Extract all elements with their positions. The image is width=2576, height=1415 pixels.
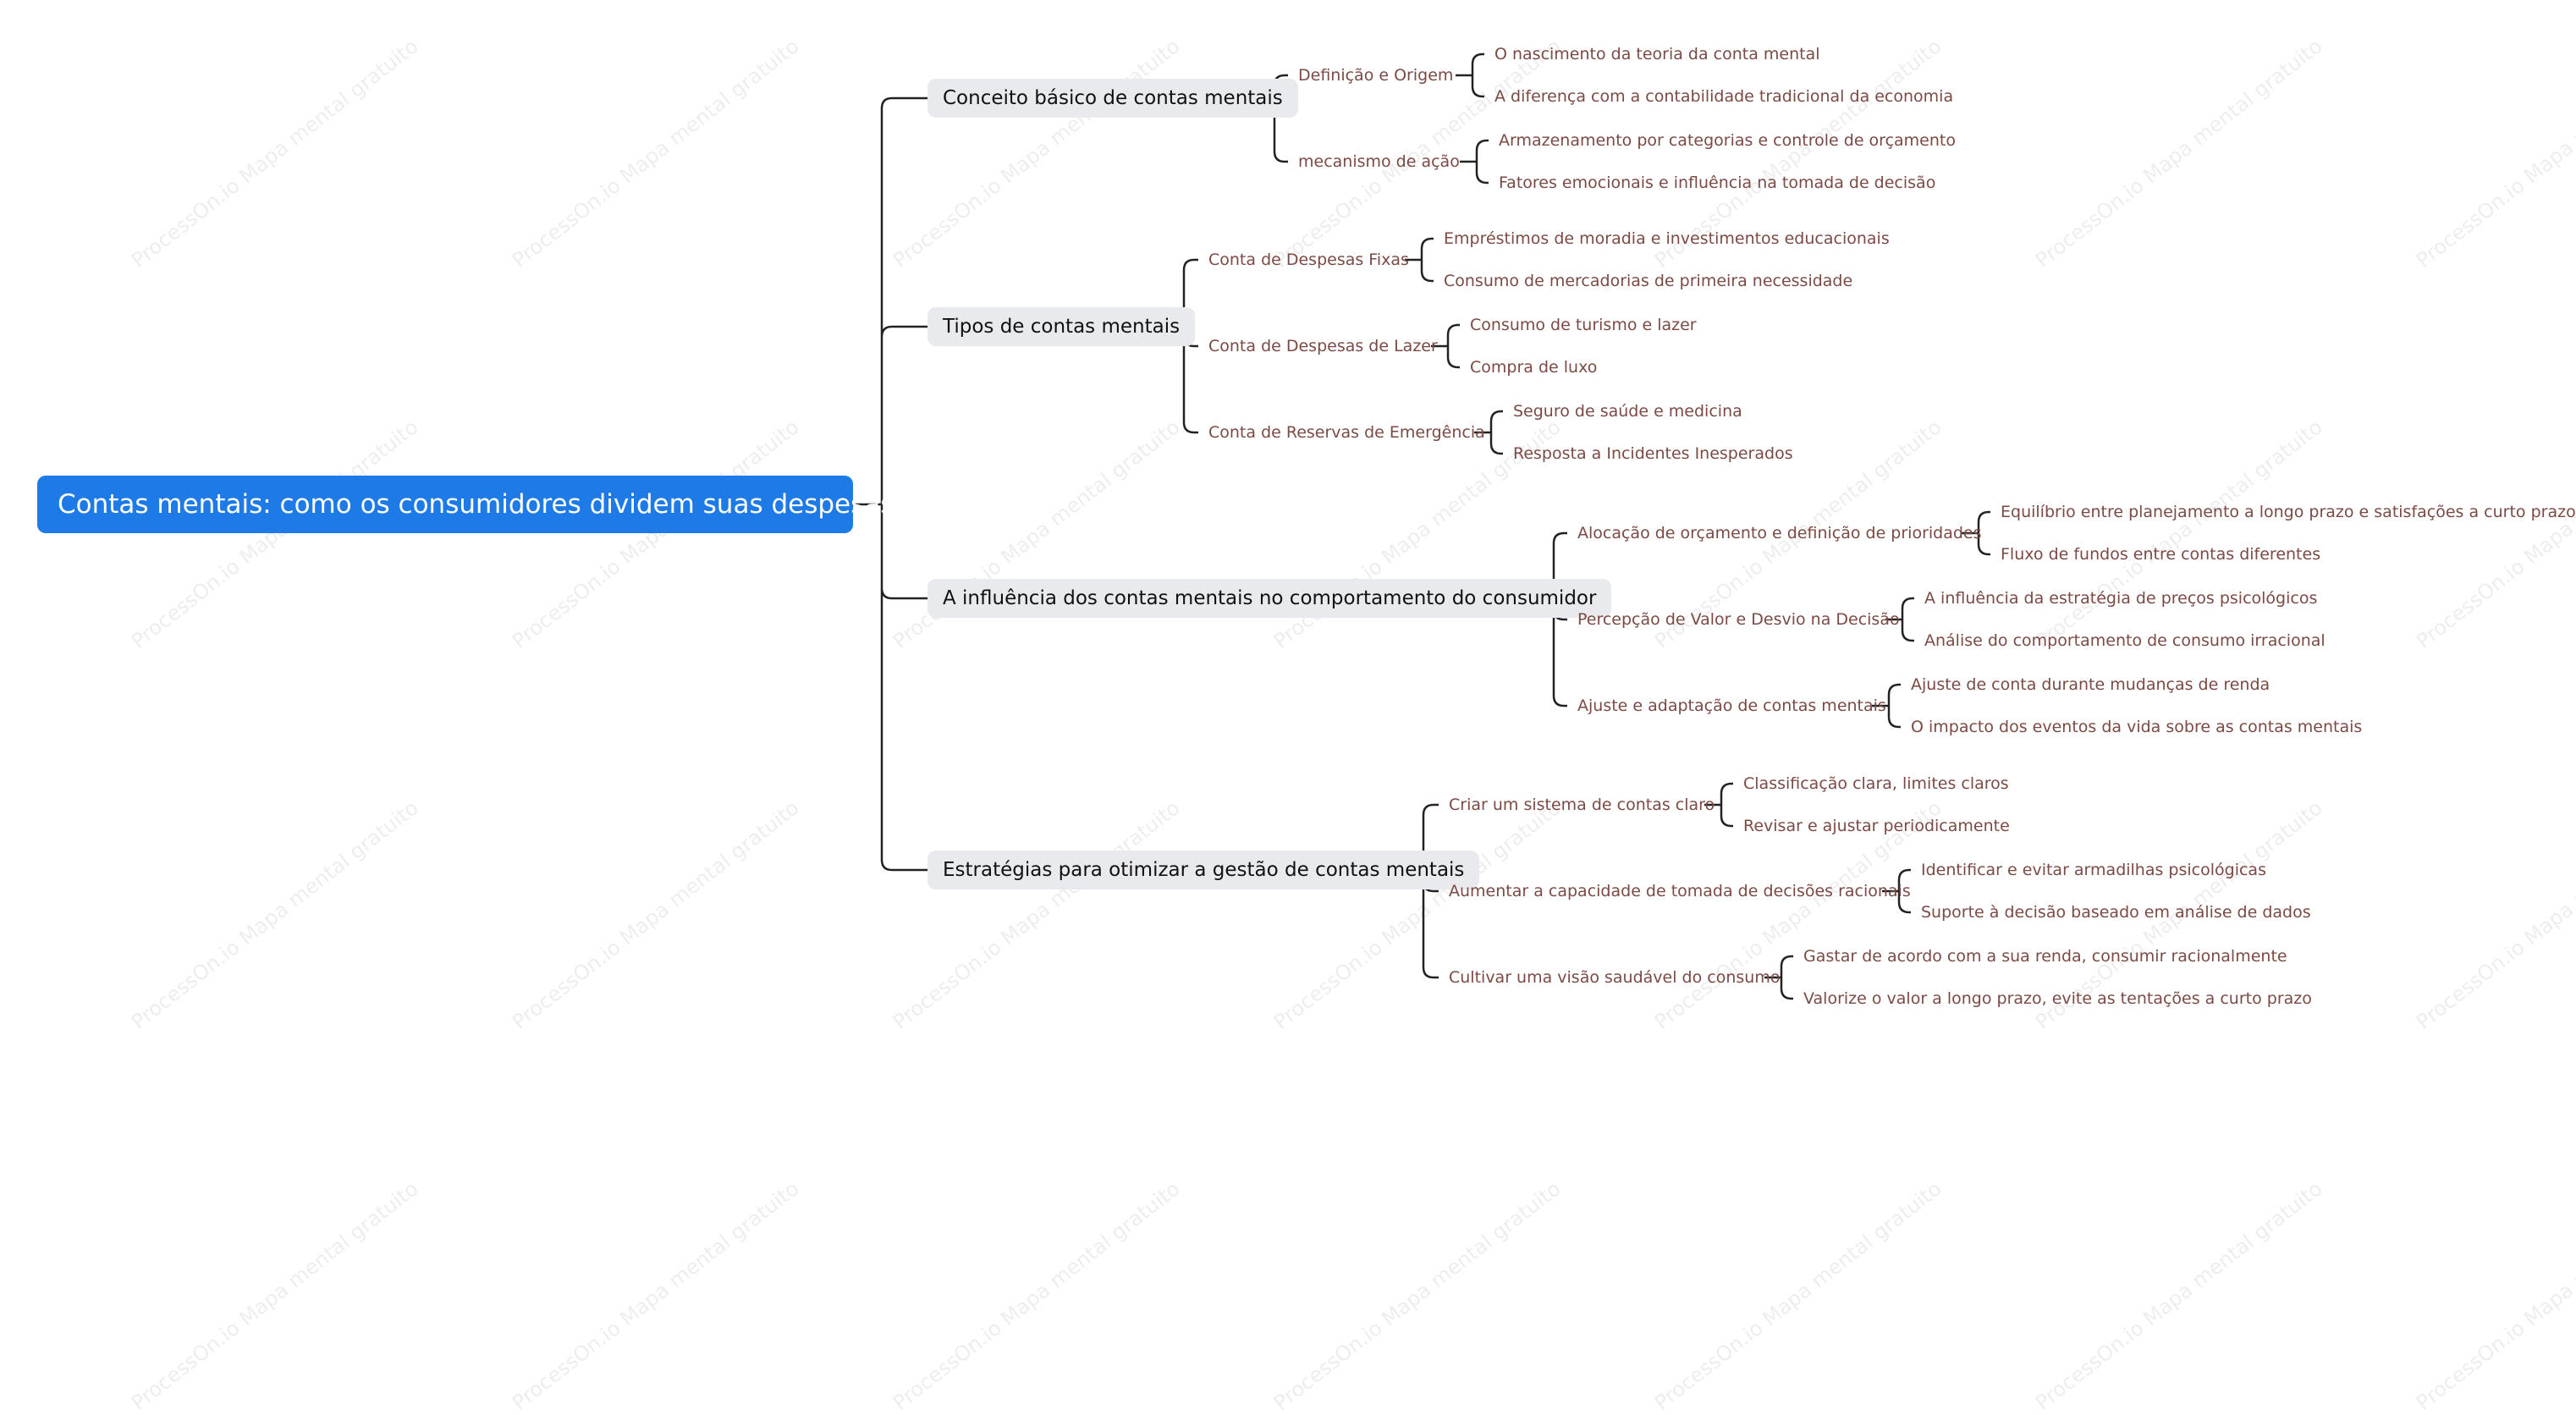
watermark-text: ProcessOn.io Mapa mental gratuito — [1269, 1176, 1566, 1415]
subtopic-2-1-connector — [1405, 237, 1434, 283]
subtopic-1-2-connector — [1460, 139, 1489, 184]
subtopic-2-2[interactable]: Conta de Despesas de Lazer — [1208, 337, 1438, 355]
subtopic-3-2-connector — [1885, 597, 1914, 642]
watermark-text: ProcessOn.io Mapa mental gratuito — [889, 1176, 1185, 1415]
detail-2-2-1[interactable]: Consumo de turismo e lazer — [1470, 316, 1697, 334]
subtopic-3-3[interactable]: Ajuste e adaptação de contas mentais — [1577, 696, 1886, 715]
subtopic-1-1[interactable]: Definição e Origem — [1298, 66, 1454, 85]
subtopic-2-1[interactable]: Conta de Despesas Fixas — [1208, 251, 1409, 269]
detail-3-1-1[interactable]: Equilíbrio entre planejamento a longo pr… — [2001, 503, 2576, 521]
detail-1-1-1[interactable]: O nascimento da teoria da conta mental — [1494, 45, 1820, 63]
branch-topic-2[interactable]: Tipos de contas mentais — [927, 307, 1196, 346]
subtopic-3-2[interactable]: Percepção de Valor e Desvio na Decisão — [1577, 610, 1900, 629]
watermark-text: ProcessOn.io Mapa mental gratuito — [1650, 1176, 1946, 1415]
branch-4-connector — [1406, 803, 1439, 979]
detail-4-3-2[interactable]: Valorize o valor a longo prazo, evite as… — [1803, 989, 2312, 1008]
detail-3-2-2[interactable]: Análise do comportamento de consumo irra… — [1924, 631, 2326, 650]
branch-3-connector — [1537, 531, 1567, 708]
subtopic-2-3[interactable]: Conta de Reservas de Emergência — [1208, 423, 1485, 442]
branch-2-connector — [1167, 258, 1198, 434]
subtopic-3-1-connector — [1962, 510, 1990, 556]
subtopic-4-1[interactable]: Criar um sistema de contas claro — [1449, 796, 1715, 814]
detail-3-3-2[interactable]: O impacto dos eventos da vida sobre as c… — [1911, 718, 2363, 736]
branch-topic-1[interactable]: Conceito básico de contas mentais — [927, 79, 1298, 118]
detail-4-2-2[interactable]: Suporte à decisão baseado em análise de … — [1921, 903, 2311, 922]
branch-topic-4[interactable]: Estratégias para otimizar a gestão de co… — [927, 851, 1480, 889]
detail-3-3-1[interactable]: Ajuste de conta durante mudanças de rend… — [1911, 675, 2271, 694]
detail-4-1-2[interactable]: Revisar e ajustar periodicamente — [1743, 817, 2010, 835]
detail-4-1-1[interactable]: Classificação clara, limites claros — [1743, 774, 2009, 793]
detail-1-1-2[interactable]: A diferença com a contabilidade tradicio… — [1494, 87, 1954, 106]
root-topic[interactable]: Contas mentais: como os consumidores div… — [37, 476, 894, 533]
detail-2-3-1[interactable]: Seguro de saúde e medicina — [1513, 402, 1742, 421]
detail-1-2-2[interactable]: Fatores emocionais e influência na tomad… — [1499, 173, 1936, 192]
detail-2-1-1[interactable]: Empréstimos de moradia e investimentos e… — [1444, 229, 1890, 248]
subtopic-3-3-connector — [1872, 683, 1901, 729]
detail-2-1-2[interactable]: Consumo de mercadorias de primeira neces… — [1444, 272, 1853, 290]
detail-3-1-2[interactable]: Fluxo de fundos entre contas diferentes — [2001, 545, 2321, 564]
watermark-text: ProcessOn.io Mapa mental gratuito — [2412, 1176, 2576, 1415]
subtopic-2-2-connector — [1431, 323, 1460, 369]
subtopic-4-3[interactable]: Cultivar uma visão saudável do consumo — [1449, 968, 1781, 987]
detail-4-2-1[interactable]: Identificar e evitar armadilhas psicológ… — [1921, 861, 2266, 879]
watermark-text: ProcessOn.io Mapa mental gratuito — [508, 1176, 804, 1415]
subtopic-2-3-connector — [1474, 410, 1503, 455]
subtopic-4-2-connector — [1882, 868, 1911, 914]
branch-topic-3[interactable]: A influência dos contas mentais no compo… — [927, 579, 1612, 618]
subtopic-4-1-connector — [1704, 782, 1733, 828]
watermark-text: ProcessOn.io Mapa mental gratuito — [2031, 1176, 2327, 1415]
detail-2-2-2[interactable]: Compra de luxo — [1470, 358, 1598, 377]
subtopic-3-1[interactable]: Alocação de orçamento e definição de pri… — [1577, 524, 1982, 542]
subtopic-1-1-connector — [1456, 52, 1484, 98]
detail-3-2-1[interactable]: A influência da estratégia de preços psi… — [1924, 589, 2318, 608]
watermark-text: ProcessOn.io Mapa mental gratuito — [127, 1176, 423, 1415]
subtopic-1-2[interactable]: mecanismo de ação — [1298, 152, 1460, 171]
subtopic-4-2[interactable]: Aumentar a capacidade de tomada de decis… — [1449, 882, 1911, 900]
detail-1-2-1[interactable]: Armazenamento por categorias e controle … — [1499, 131, 1956, 150]
root-connector — [853, 96, 927, 872]
detail-2-3-2[interactable]: Resposta a Incidentes Inesperados — [1513, 444, 1793, 463]
subtopic-4-3-connector — [1764, 955, 1793, 1000]
detail-4-3-1[interactable]: Gastar de acordo com a sua renda, consum… — [1803, 947, 2287, 966]
